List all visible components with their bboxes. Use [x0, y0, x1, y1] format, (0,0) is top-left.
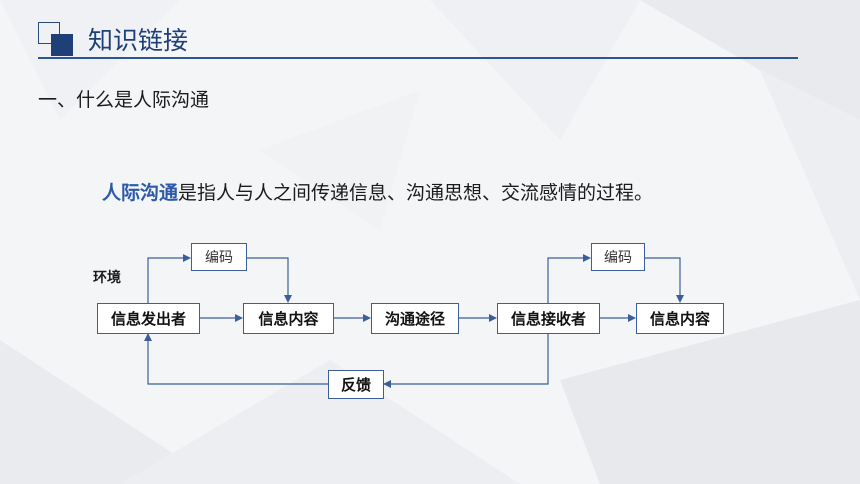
arrow-sender-to-encode	[147, 254, 191, 306]
node-feedback: 反馈	[328, 370, 384, 399]
title-square-outline-icon	[38, 22, 60, 44]
node-content-2: 信息内容	[636, 303, 724, 334]
title-square-fill-icon	[51, 34, 73, 56]
definition-term: 人际沟通	[102, 182, 179, 204]
slide-title: 知识链接	[88, 26, 189, 55]
node-sender: 信息发出者	[97, 303, 200, 334]
arrow-encode-to-content-2	[645, 257, 684, 303]
node-content-1: 信息内容	[243, 303, 334, 334]
arrow-receiver-to-encode	[547, 254, 591, 306]
title-underline	[38, 57, 798, 59]
node-encode-1: 编码	[191, 243, 247, 271]
node-receiver: 信息接收者	[497, 303, 600, 334]
definition-body: 是指人与人之间传递信息、沟通思想、交流感情的过程。	[178, 182, 654, 204]
section-heading: 一、什么是人际沟通	[38, 89, 210, 111]
arrow-encode-to-content	[247, 257, 292, 303]
arrow-receiver-to-feedback	[383, 330, 549, 388]
definition-text: 人际沟通是指人与人之间传递信息、沟通思想、交流感情的过程。	[102, 178, 653, 208]
node-channel: 沟通途径	[371, 303, 459, 334]
node-encode-2: 编码	[591, 243, 645, 271]
environment-label: 环境	[93, 270, 121, 286]
arrow-feedback-to-sender	[144, 333, 328, 385]
